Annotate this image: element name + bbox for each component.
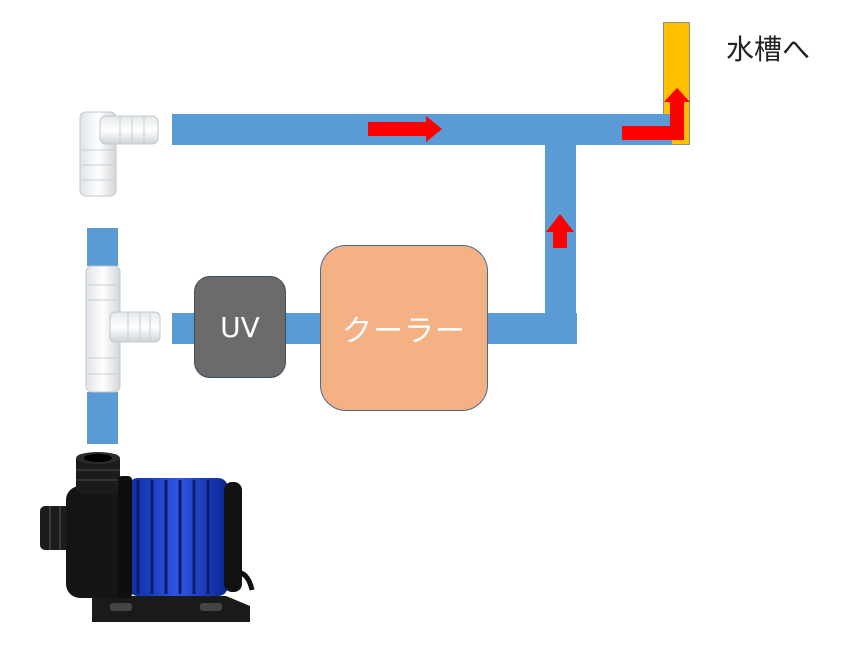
tee-fitting-icon — [85, 265, 161, 393]
elbow-fitting-icon — [79, 111, 159, 197]
cooler-label: クーラー — [342, 314, 466, 349]
flow-arrow-icon — [368, 88, 690, 248]
uv-sterilizer-box: UV — [194, 276, 286, 378]
vertical-pipe-segment-lower — [87, 392, 118, 444]
uv-label: UV — [220, 310, 260, 344]
destination-label: 水槽へ — [726, 33, 811, 66]
water-pump-icon — [40, 452, 255, 622]
cooler-box: クーラー — [320, 245, 488, 411]
vertical-pipe-segment-upper — [87, 228, 118, 266]
